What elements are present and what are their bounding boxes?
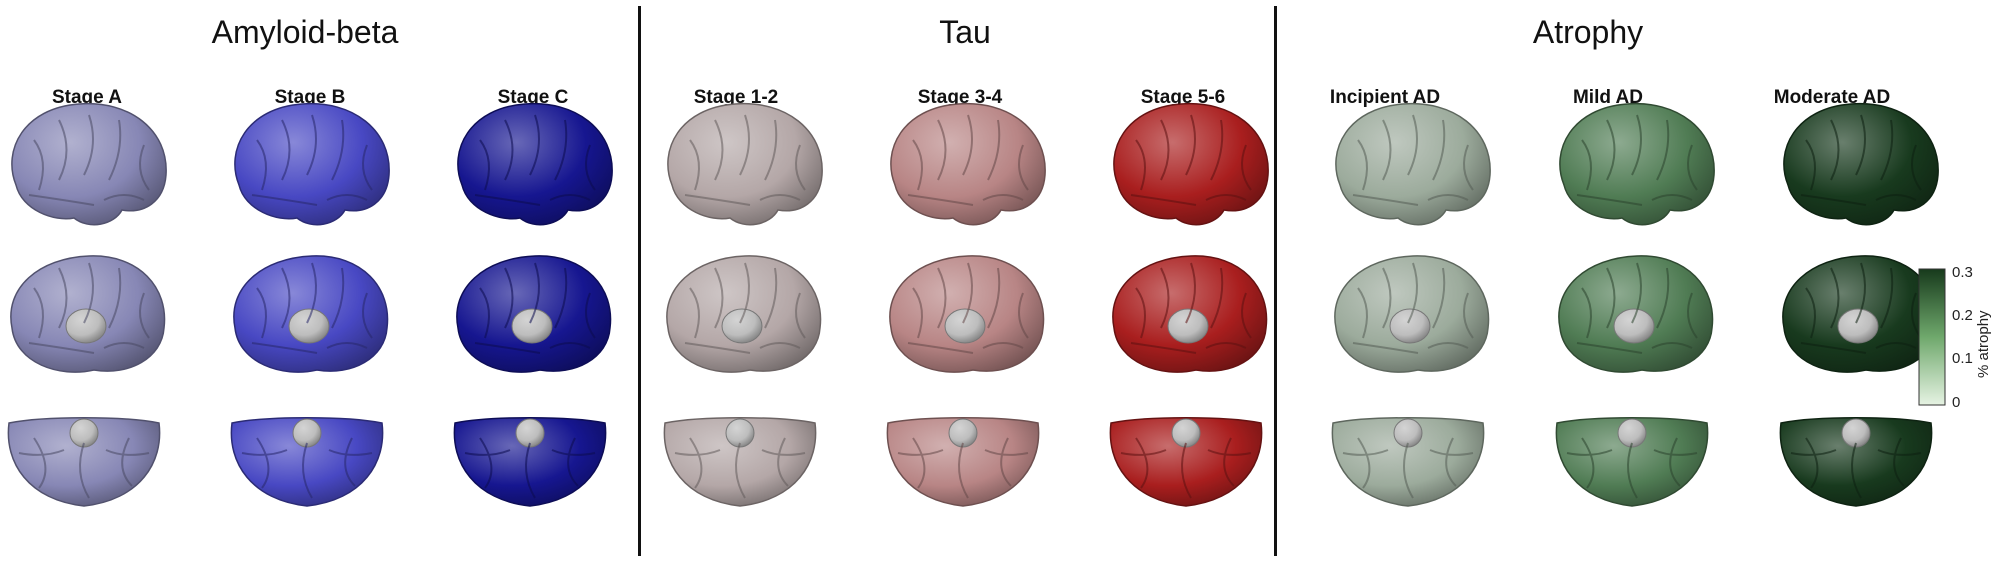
gyri-pattern xyxy=(474,262,596,354)
brainstem xyxy=(1837,308,1879,344)
colorbar: 0.3 0.2 0.1 0 % atrophy xyxy=(1918,264,1992,413)
colorbar-tick: 0.3 xyxy=(1952,264,1973,281)
brain-inferior xyxy=(453,417,607,507)
brainstem xyxy=(948,418,978,448)
gyri-pattern xyxy=(251,114,373,206)
gyri-pattern xyxy=(251,262,373,354)
gyri-pattern xyxy=(1130,262,1252,354)
gyri-pattern xyxy=(684,262,806,354)
brainstem xyxy=(288,308,330,344)
section-divider xyxy=(638,6,641,556)
section-title-tau: Tau xyxy=(939,14,991,50)
stage-label: Stage 3-4 xyxy=(917,87,1003,108)
brainstem xyxy=(1167,308,1209,344)
colorbar-gradient xyxy=(1918,268,1946,406)
gyri-pattern xyxy=(1800,114,1922,206)
brainstem xyxy=(65,308,107,344)
brainstem xyxy=(944,308,986,344)
brain-inferior xyxy=(230,417,384,507)
brainstem xyxy=(292,418,322,448)
gyri-pattern xyxy=(907,262,1029,354)
stage-label: Stage B xyxy=(274,87,346,108)
brainstem xyxy=(69,418,99,448)
gyri-pattern xyxy=(1576,262,1698,354)
brain-inferior xyxy=(663,417,817,507)
section-title-amyloid: Amyloid-beta xyxy=(211,14,399,50)
gyri-pattern xyxy=(674,437,806,499)
brain-inferior xyxy=(1779,417,1933,507)
brainstem xyxy=(1841,418,1871,448)
gyri-pattern xyxy=(684,114,806,206)
gyri-pattern xyxy=(1800,262,1922,354)
brainstem xyxy=(1617,418,1647,448)
gyri-pattern xyxy=(897,437,1029,499)
gyri-pattern xyxy=(1790,437,1922,499)
gyri-pattern xyxy=(1342,437,1474,499)
section-divider xyxy=(1274,6,1277,556)
colorbar-tick: 0 xyxy=(1952,394,1961,411)
gyri-pattern xyxy=(18,437,150,499)
stage-label: Mild AD xyxy=(1572,87,1643,108)
brain-inferior xyxy=(1331,417,1485,507)
gyri-pattern xyxy=(464,437,596,499)
stage-label: Stage A xyxy=(51,87,123,108)
brainstem xyxy=(721,308,763,344)
stage-label: Moderate AD xyxy=(1773,87,1891,108)
section-title-atrophy: Atrophy xyxy=(1532,14,1644,50)
gyri-pattern xyxy=(907,114,1029,206)
colorbar-title: % atrophy xyxy=(1975,310,1992,378)
gyri-pattern xyxy=(28,114,150,206)
gyri-pattern xyxy=(474,114,596,206)
brainstem xyxy=(1171,418,1201,448)
brain-inferior xyxy=(1109,417,1263,507)
gyri-pattern xyxy=(1352,262,1474,354)
gyri-pattern xyxy=(1352,114,1474,206)
brainstem xyxy=(511,308,553,344)
stage-label: Stage C xyxy=(497,87,569,108)
brainstem xyxy=(1393,418,1423,448)
stage-label: Stage 5-6 xyxy=(1140,87,1226,108)
colorbar-tick: 0.2 xyxy=(1952,307,1973,324)
gyri-pattern xyxy=(1120,437,1252,499)
brainstem xyxy=(1613,308,1655,344)
gyri-pattern xyxy=(28,262,150,354)
brainstem xyxy=(725,418,755,448)
brainstem xyxy=(1389,308,1431,344)
gyri-pattern xyxy=(241,437,373,499)
gyri-pattern xyxy=(1576,114,1698,206)
brain-inferior xyxy=(7,417,161,507)
brainstem xyxy=(515,418,545,448)
stage-label: Stage 1-2 xyxy=(693,87,779,108)
gyri-pattern xyxy=(1130,114,1252,206)
brain-inferior xyxy=(1555,417,1709,507)
colorbar-tick: 0.1 xyxy=(1952,350,1973,367)
stage-label: Incipient AD xyxy=(1329,87,1441,108)
gyri-pattern xyxy=(1566,437,1698,499)
brain-inferior xyxy=(886,417,1040,507)
